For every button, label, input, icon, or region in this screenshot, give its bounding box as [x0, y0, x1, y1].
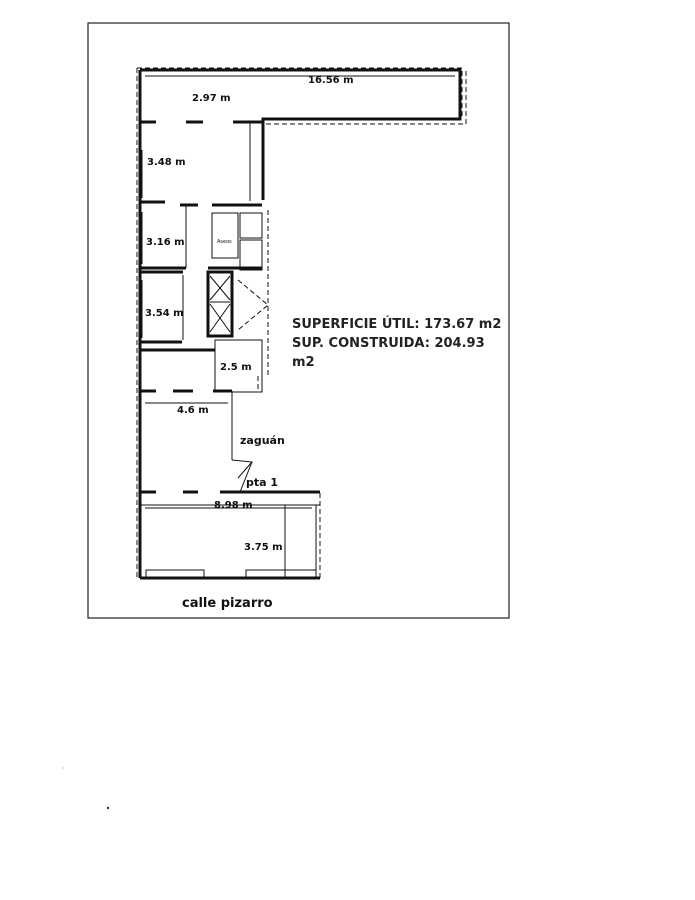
- label-zaguan: zaguán: [240, 434, 285, 447]
- dim-room-f: 4.6 m: [177, 405, 209, 416]
- dim-room-c: 3.16 m: [146, 237, 185, 248]
- useful-area: SUPERFICIE ÚTIL: 173.67 m2: [292, 316, 501, 332]
- scan-speck: [106, 806, 110, 810]
- dim-room-b: 3.48 m: [147, 157, 186, 168]
- room-label-aseos: Aseos: [217, 239, 232, 245]
- scan-speck: [62, 767, 64, 769]
- dim-room-d: 3.54 m: [145, 308, 184, 319]
- dim-top-width: 16.56 m: [308, 75, 354, 86]
- dim-bottom-height: 3.75 m: [244, 542, 283, 553]
- built-area: SUP. CONSTRUIDA: 204.93: [292, 336, 485, 351]
- plan-frame: [87, 22, 510, 619]
- dim-room-e: 2.5 m: [220, 362, 252, 373]
- dimension-lines: [141, 75, 455, 509]
- dim-bottom-width: 8.98 m: [214, 500, 253, 511]
- built-area-unit: m2: [292, 355, 315, 370]
- dim-room-a: 2.97 m: [192, 93, 231, 104]
- walls: [138, 68, 462, 580]
- street-name: calle pizarro: [182, 596, 273, 611]
- label-door: pta 1: [246, 476, 278, 489]
- property-boundary: [136, 67, 467, 580]
